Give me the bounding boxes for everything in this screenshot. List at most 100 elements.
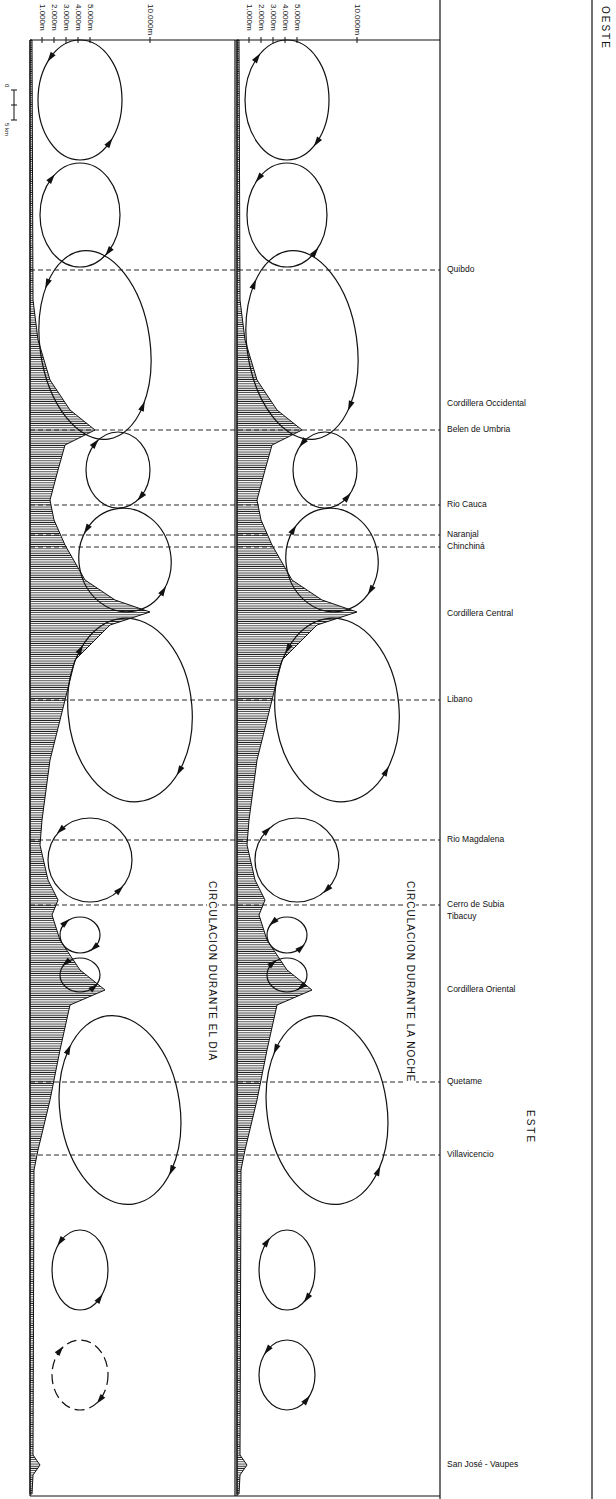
flow-arrowhead (176, 765, 185, 776)
location-guide (30, 535, 440, 536)
cell-ellipse (71, 501, 180, 619)
altitude-tick (273, 37, 274, 43)
flow-arrowhead (252, 53, 260, 63)
mountain-profile (30, 40, 150, 1494)
cell-ellipse (255, 818, 339, 902)
altitude-label: 5.000m (293, 4, 302, 31)
circulation-cell (60, 613, 200, 807)
circulation-cell (52, 1340, 108, 1410)
cell-ellipse (86, 432, 150, 508)
flow-arrowhead (248, 279, 257, 290)
location-guide (30, 505, 440, 506)
place-name: San José - Vaupes (447, 1460, 518, 1469)
flow-arrowhead (60, 919, 69, 928)
altitude-label: 4.000m (281, 4, 290, 31)
place-name: Cordillera Central (447, 609, 513, 618)
altitude-tick (54, 37, 55, 43)
circulation-cell (234, 243, 369, 446)
flow-arrowhead (347, 400, 356, 411)
flow-arrowhead (323, 884, 332, 893)
cell-ellipse (278, 501, 387, 619)
flow-arrowhead (63, 1045, 72, 1056)
flow-arrowhead (88, 984, 98, 993)
altitude-tick (66, 37, 67, 43)
cell-ellipse (259, 1340, 315, 1410)
altitude-tick (285, 37, 286, 43)
flow-arrowhead (381, 767, 390, 778)
circulation-cell (47, 1008, 192, 1213)
circulation-cells (27, 40, 406, 1410)
circulation-cell (86, 432, 150, 508)
flow-arrowhead (299, 437, 308, 447)
flow-arrowhead (157, 586, 167, 597)
flow-arrowhead (57, 1236, 65, 1246)
flow-arrowhead (301, 1396, 310, 1406)
circulation-cell (259, 1230, 315, 1310)
flow-arrowhead (342, 493, 351, 503)
circulation-cell (245, 40, 329, 160)
cell-ellipse (52, 1230, 108, 1310)
flow-arrowhead (262, 1238, 270, 1248)
terrain-profile (30, 40, 357, 1494)
cell-ellipse (38, 40, 122, 160)
cell-ellipse (293, 432, 357, 508)
flow-arrowhead (137, 401, 146, 412)
flow-arrowhead (94, 1294, 102, 1304)
location-guide (30, 1155, 440, 1156)
direction-label: ESTE (525, 1110, 536, 1144)
location-guide (30, 700, 440, 701)
altitude-tick (297, 37, 298, 43)
flow-arrowhead (366, 584, 376, 595)
flow-arrowhead (269, 917, 278, 926)
flow-arrowhead (264, 1344, 273, 1354)
flow-arrowhead (267, 960, 277, 969)
circulation-cell (71, 501, 180, 619)
place-name: Naranjal (447, 530, 479, 539)
flow-arrowhead (46, 174, 54, 184)
location-guide (30, 270, 440, 271)
circulation-cell (267, 958, 307, 992)
cell-ellipse (48, 818, 132, 902)
altitude-label: 1.000m (245, 4, 254, 31)
scale-label: 5 km (4, 123, 11, 136)
flow-arrowhead (75, 645, 84, 656)
panel-frames (30, 0, 592, 1499)
altitude-label: 2.000m (50, 4, 59, 31)
place-name: Cordillera Occidental (447, 399, 526, 408)
circulation-cell (254, 1008, 399, 1213)
flow-arrowhead (90, 942, 99, 951)
scale-label: 0 (4, 84, 11, 87)
cell-ellipse (267, 613, 407, 807)
circulation-cell (278, 501, 387, 619)
flow-arrowhead (168, 1164, 177, 1175)
flow-arrowhead (373, 1166, 382, 1177)
circulation-cell (60, 957, 100, 992)
altitude-tick (261, 37, 262, 43)
place-name: Villavicencio (447, 1150, 494, 1159)
altitude-label: 10.000m (353, 4, 362, 35)
altitude-tick (249, 37, 250, 43)
flow-arrowhead (287, 525, 297, 536)
altitude-label: 3.000m (269, 4, 278, 31)
panel-title: CIRCULACION DURANTE LA NOCHE (405, 880, 416, 1083)
place-name: Rio Cauca (447, 500, 487, 509)
circulation-cell (293, 432, 357, 508)
altitude-tick (78, 37, 79, 43)
flow-arrowhead (272, 1043, 281, 1054)
flow-arrowhead (137, 491, 146, 501)
cell-ellipse (52, 1340, 108, 1410)
altitude-tick (150, 37, 151, 43)
flow-arrowhead (304, 1292, 312, 1302)
place-name: Chinchiná (447, 542, 485, 551)
altitude-tick (90, 37, 91, 43)
flow-arrowhead (295, 944, 304, 953)
place-name: Belen de Umbria (447, 425, 510, 434)
circulation-cell (48, 818, 132, 902)
flow-arrowhead (114, 886, 123, 895)
flow-arrowhead (44, 277, 53, 288)
flow-arrowhead (57, 825, 66, 834)
flow-arrowhead (105, 246, 113, 256)
altitude-label: 5.000m (86, 4, 95, 31)
scale-bar (11, 90, 17, 120)
